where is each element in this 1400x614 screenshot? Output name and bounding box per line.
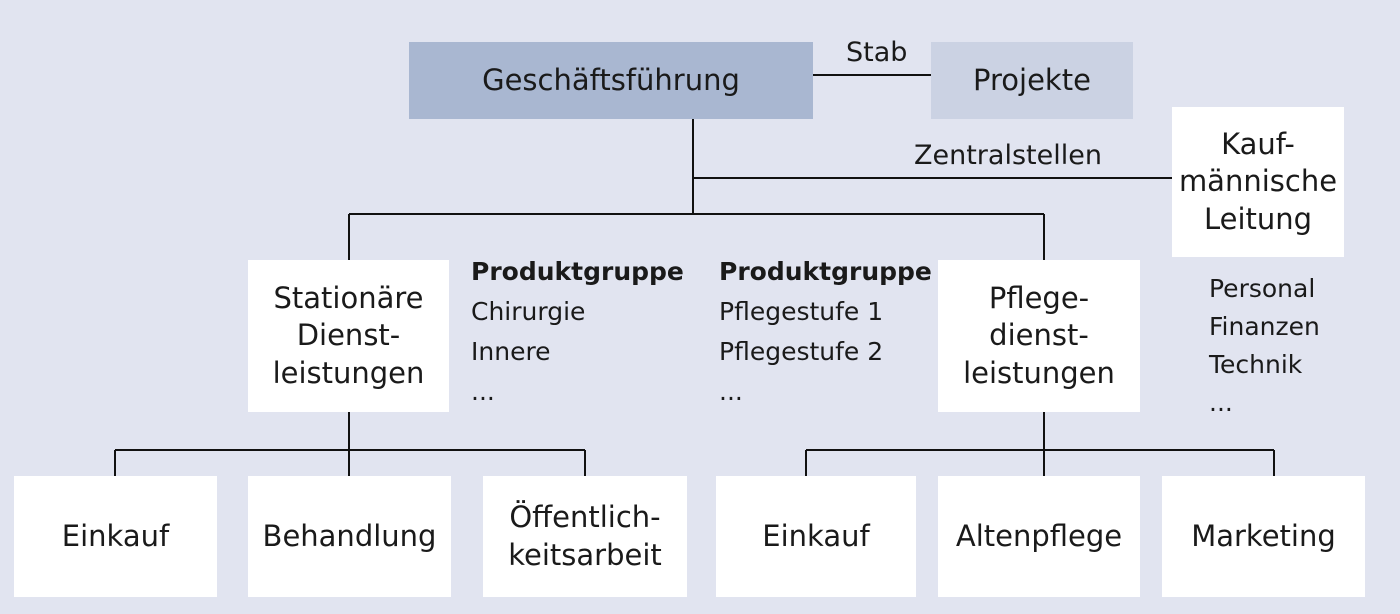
product-group-care-levels: Produktgruppe Pflegestufe 1 Pflegestufe … xyxy=(719,252,932,412)
function-box-treatment: Behandlung xyxy=(248,476,451,597)
central-item: Technik xyxy=(1209,350,1303,379)
product-group-heading: Produktgruppe xyxy=(471,257,684,286)
product-group-item: Pflegestufe 1 xyxy=(719,297,884,326)
product-group-item: Chirurgie xyxy=(471,297,586,326)
central-item: Personal xyxy=(1209,274,1316,303)
commercial-box: Kauf- männische Leitung xyxy=(1172,107,1344,257)
central-item: Finanzen xyxy=(1209,312,1320,341)
projects-box: Projekte xyxy=(931,42,1133,119)
staff-label: Stab xyxy=(846,37,908,68)
commercial-label: Kauf- männische Leitung xyxy=(1178,127,1338,236)
function-label: Einkauf xyxy=(61,518,170,553)
product-group-item: Pflegestufe 2 xyxy=(719,337,884,366)
function-box-purchasing-left: Einkauf xyxy=(14,476,217,597)
function-label: Einkauf xyxy=(762,518,870,553)
product-group-surgery: Produktgruppe Chirurgie Innere ... xyxy=(471,252,684,412)
product-group-heading: Produktgruppe xyxy=(719,257,932,286)
care-division-label: Pflege- dienst- leistungen xyxy=(963,281,1115,390)
function-box-elderly-care: Altenpflege xyxy=(938,476,1140,597)
stationary-division-box: Stationäre Dienst- leistungen xyxy=(248,260,449,412)
projects-label: Projekte xyxy=(973,62,1091,97)
product-group-item: ... xyxy=(719,377,743,406)
function-label: Öffentlich- keitsarbeit xyxy=(508,500,662,572)
product-group-item: ... xyxy=(471,377,495,406)
function-box-marketing: Marketing xyxy=(1162,476,1365,597)
function-label: Altenpflege xyxy=(955,518,1123,553)
central-label: Zentralstellen xyxy=(914,140,1102,171)
management-label: Geschäftsführung xyxy=(482,62,740,97)
care-division-box: Pflege- dienst- leistungen xyxy=(938,260,1140,412)
function-label: Marketing xyxy=(1191,518,1336,553)
stationary-division-label: Stationäre Dienst- leistungen xyxy=(272,281,425,390)
management-box: Geschäftsführung xyxy=(409,42,813,119)
central-item: ... xyxy=(1209,388,1233,417)
central-items: Personal Finanzen Technik ... xyxy=(1209,270,1320,422)
function-label: Behandlung xyxy=(262,518,437,553)
function-box-public-relations: Öffentlich- keitsarbeit xyxy=(483,476,687,597)
function-box-purchasing-right: Einkauf xyxy=(716,476,916,597)
product-group-item: Innere xyxy=(471,337,551,366)
